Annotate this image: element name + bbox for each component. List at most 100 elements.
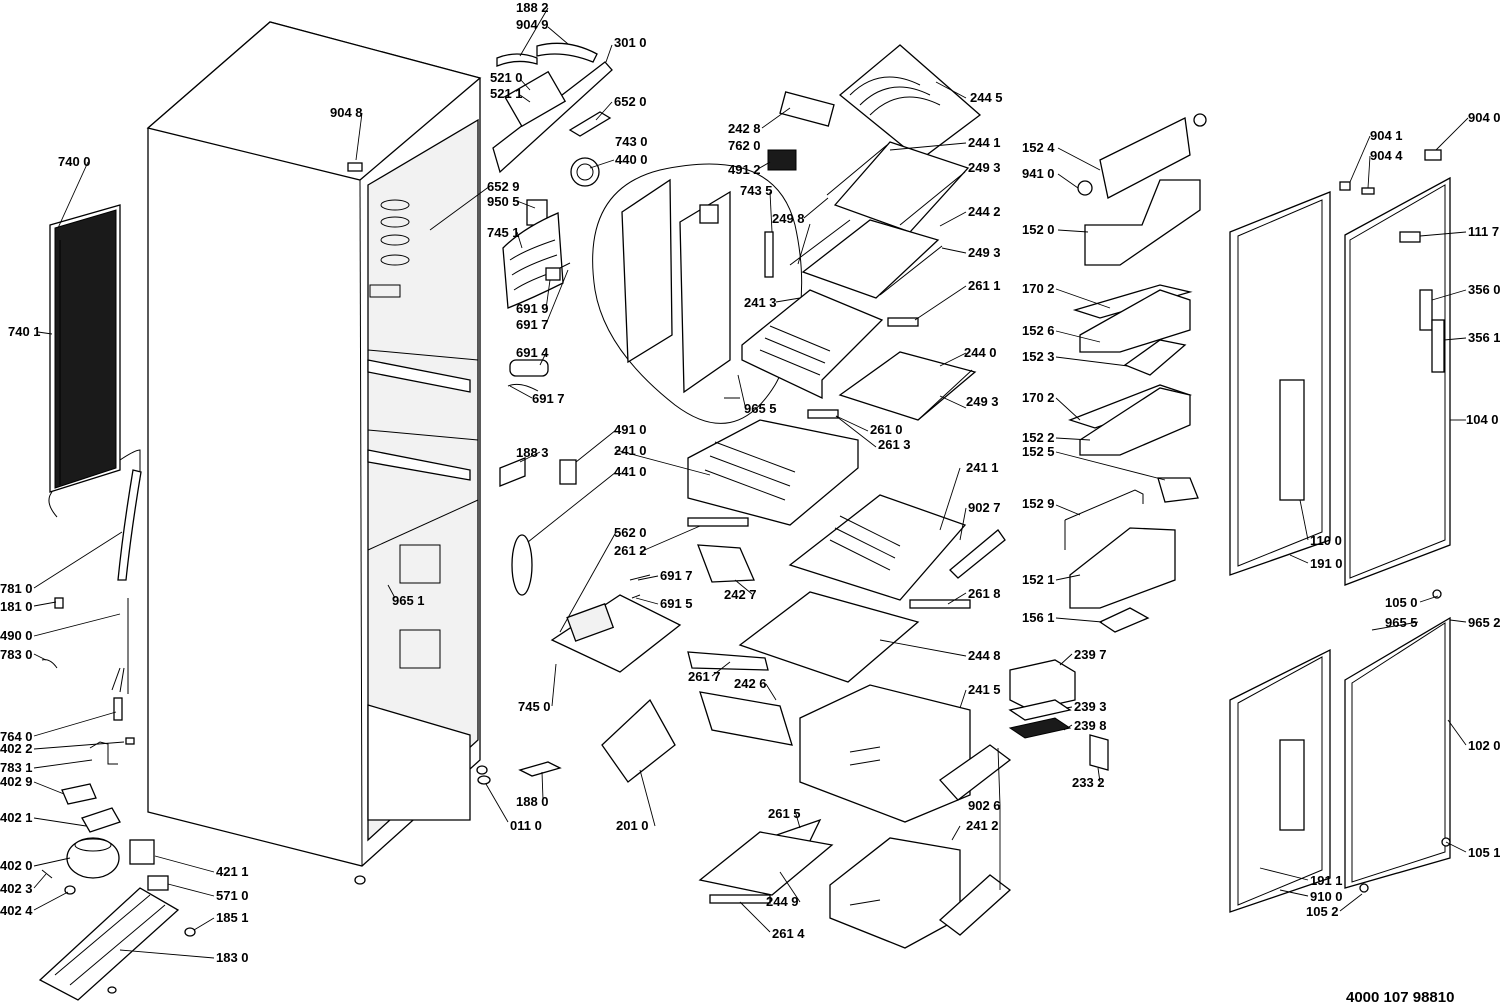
label-239-3: 239 3 xyxy=(1074,699,1107,714)
label-242-7: 242 7 xyxy=(724,587,757,602)
label-105-2: 105 2 xyxy=(1306,904,1339,919)
label-152-4: 152 4 xyxy=(1022,140,1055,155)
label-201-0: 201 0 xyxy=(616,818,649,833)
leader-lines xyxy=(33,7,1469,959)
label-941-0: 941 0 xyxy=(1022,166,1055,181)
label-740-1: 740 1 xyxy=(8,324,41,339)
label-242-8: 242 8 xyxy=(728,121,761,136)
label-440-0: 440 0 xyxy=(615,152,648,167)
label-261-7: 261 7 xyxy=(688,669,721,684)
label-521-1: 521 1 xyxy=(490,86,523,101)
label-652-0: 652 0 xyxy=(614,94,647,109)
label-188-3: 188 3 xyxy=(516,445,549,460)
compressor-area-parts xyxy=(38,469,196,1001)
label-185-1: 185 1 xyxy=(216,910,249,925)
label-691-4: 691 4 xyxy=(516,345,549,360)
label-170-2-b: 170 2 xyxy=(1022,390,1055,405)
label-152-2: 152 2 xyxy=(1022,430,1055,445)
label-181-0: 181 0 xyxy=(0,599,33,614)
label-783-0: 783 0 xyxy=(0,647,33,662)
label-691-7-b: 691 7 xyxy=(532,391,565,406)
label-102-0: 102 0 xyxy=(1468,738,1500,753)
label-521-0: 521 0 xyxy=(490,70,523,85)
label-104-0: 104 0 xyxy=(1466,412,1499,427)
label-356-0: 356 0 xyxy=(1468,282,1500,297)
label-904-0: 904 0 xyxy=(1468,110,1500,125)
label-191-0: 191 0 xyxy=(1310,556,1343,571)
label-105-0: 105 0 xyxy=(1385,595,1418,610)
label-301-0: 301 0 xyxy=(614,35,647,50)
doors xyxy=(1229,149,1451,913)
label-152-1: 152 1 xyxy=(1022,572,1055,587)
evaporator-assembly xyxy=(592,163,803,424)
label-261-0: 261 0 xyxy=(870,422,903,437)
label-965-5-b: 965 5 xyxy=(1385,615,1418,630)
label-241-0: 241 0 xyxy=(614,443,647,458)
part-labels: 188 2 904 9 301 0 521 0 521 1 652 0 904 … xyxy=(0,0,1500,965)
label-152-0: 152 0 xyxy=(1022,222,1055,237)
label-261-2: 261 2 xyxy=(614,543,647,558)
label-691-5: 691 5 xyxy=(660,596,693,611)
label-244-1: 244 1 xyxy=(968,135,1001,150)
label-652-9: 652 9 xyxy=(487,179,520,194)
label-740-0: 740 0 xyxy=(58,154,91,169)
label-233-2: 233 2 xyxy=(1072,775,1105,790)
label-902-6: 902 6 xyxy=(968,798,1001,813)
label-261-3: 261 3 xyxy=(878,437,911,452)
label-191-1: 191 1 xyxy=(1310,873,1343,888)
label-188-0: 188 0 xyxy=(516,794,549,809)
label-188-2: 188 2 xyxy=(516,0,549,15)
label-904-4: 904 4 xyxy=(1370,148,1403,163)
label-571-0: 571 0 xyxy=(216,888,249,903)
label-904-9: 904 9 xyxy=(516,17,549,32)
label-402-9: 402 9 xyxy=(0,774,33,789)
label-249-8: 249 8 xyxy=(772,211,805,226)
label-441-0: 441 0 xyxy=(614,464,647,479)
document-number: 4000 107 98810 xyxy=(1346,989,1454,1006)
label-249-3-b: 249 3 xyxy=(968,245,1001,260)
label-781-0: 781 0 xyxy=(0,581,33,596)
label-239-7: 239 7 xyxy=(1074,647,1107,662)
mid-small-parts xyxy=(477,457,682,785)
label-910-0: 910 0 xyxy=(1310,889,1343,904)
label-402-4: 402 4 xyxy=(0,903,33,918)
label-152-5: 152 5 xyxy=(1022,444,1055,459)
label-241-1: 241 1 xyxy=(966,460,999,475)
control-area-parts xyxy=(492,42,613,392)
label-491-2: 491 2 xyxy=(728,162,761,177)
label-421-1: 421 1 xyxy=(216,864,249,879)
label-691-9: 691 9 xyxy=(516,301,549,316)
label-904-1: 904 1 xyxy=(1370,128,1403,143)
door-bins xyxy=(1064,113,1207,633)
label-244-8: 244 8 xyxy=(968,648,1001,663)
label-691-7-c: 691 7 xyxy=(660,568,693,583)
label-242-6: 242 6 xyxy=(734,676,767,691)
label-170-2-a: 170 2 xyxy=(1022,281,1055,296)
label-156-1: 156 1 xyxy=(1022,610,1055,625)
label-249-3-a: 249 3 xyxy=(968,160,1001,175)
label-965-5-a: 965 5 xyxy=(744,401,777,416)
label-152-6: 152 6 xyxy=(1022,323,1055,338)
label-152-9: 152 9 xyxy=(1022,496,1055,511)
condenser xyxy=(48,204,141,518)
label-261-8: 261 8 xyxy=(968,586,1001,601)
label-110-0: 110 0 xyxy=(1310,533,1342,548)
label-402-2: 402 2 xyxy=(0,741,33,756)
label-490-0: 490 0 xyxy=(0,628,33,643)
label-965-1: 965 1 xyxy=(392,593,425,608)
crisper-accessories xyxy=(1008,659,1109,771)
label-491-0: 491 0 xyxy=(614,422,647,437)
cabinet xyxy=(146,21,488,885)
label-011-0: 011 0 xyxy=(510,818,542,833)
label-745-0: 745 0 xyxy=(518,699,551,714)
label-261-1: 261 1 xyxy=(968,278,1001,293)
label-950-5: 950 5 xyxy=(487,194,520,209)
label-261-4: 261 4 xyxy=(772,926,805,941)
label-111-7: 111 7 xyxy=(1468,224,1499,239)
label-241-5: 241 5 xyxy=(968,682,1001,697)
label-105-1: 105 1 xyxy=(1468,845,1500,860)
label-356-1: 356 1 xyxy=(1468,330,1500,345)
label-764-0: 764 0 xyxy=(0,729,33,744)
label-743-0: 743 0 xyxy=(615,134,648,149)
